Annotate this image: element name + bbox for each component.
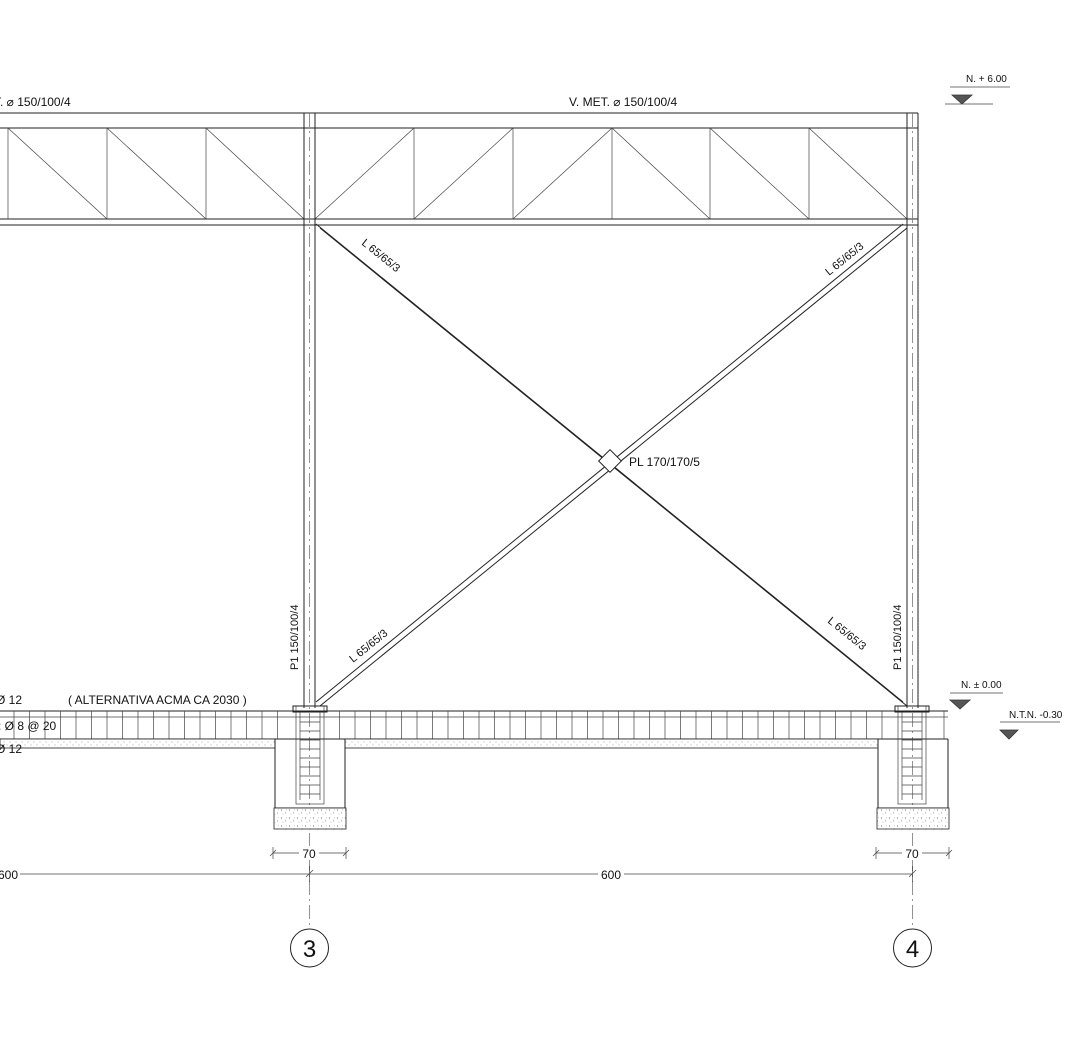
footing-width-dim-3: 70 [302,847,316,861]
slab-mesh-grid [0,711,948,739]
footing-axis-4 [876,705,950,830]
dimension-footing-3: 70 [269,846,350,861]
x-bracing [315,223,908,707]
beam-label-right: V. MET. ⌀ 150/100/4 [569,95,678,109]
grid-axis-4-label: 4 [906,936,919,963]
truss-web-right [314,127,908,220]
level-marker-floor: N. ± 0.00 [948,680,1003,710]
column-axis-4 [906,113,919,930]
truss-beam [0,112,918,226]
slab-rebar-bottom: Ø 12 [0,742,22,756]
level-floor-label: N. ± 0.00 [961,680,1002,691]
footing-width-dim-4: 70 [905,847,919,861]
dimension-spans: 600 600 [0,866,917,882]
beam-label-left: T. ⌀ 150/100/4 [0,95,71,109]
level-ground-label: N.T.N. -0.30 [1009,710,1063,721]
slab-mesh-note: : Ø 8 @ 20 [0,719,57,733]
column-label-3: P1 150/100/4 [289,605,301,670]
brace-label-bottom-right: L 65/65/3 [825,615,868,653]
slab-alternative-note: ( ALTERNATIVA ACMA CA 2030 ) [68,693,247,707]
span-dim-left: 600 [0,868,18,882]
level-marker-top: N. + 6.00 [945,74,1010,105]
span-dim-right: 600 [601,868,621,882]
plate-label: PL 170/170/5 [629,455,700,469]
footing-axis-3 [273,705,347,830]
column-axis-3 [303,113,316,930]
gusset-plate [597,448,623,474]
level-marker-ground: N.T.N. -0.30 [999,710,1063,740]
dimension-footing-4: 70 [872,846,953,861]
slab-rebar-top: Ø 12 [0,693,22,707]
grid-bubble-3: 3 [290,928,329,968]
grid-axis-3-label: 3 [303,936,316,963]
foundation [0,705,950,830]
truss-web-left [7,127,305,220]
level-top-label: N. + 6.00 [966,74,1007,85]
grid-bubble-4: 4 [893,928,932,968]
column-label-4: P1 150/100/4 [892,605,904,670]
brace-label-top-left: L 65/65/3 [359,237,402,275]
